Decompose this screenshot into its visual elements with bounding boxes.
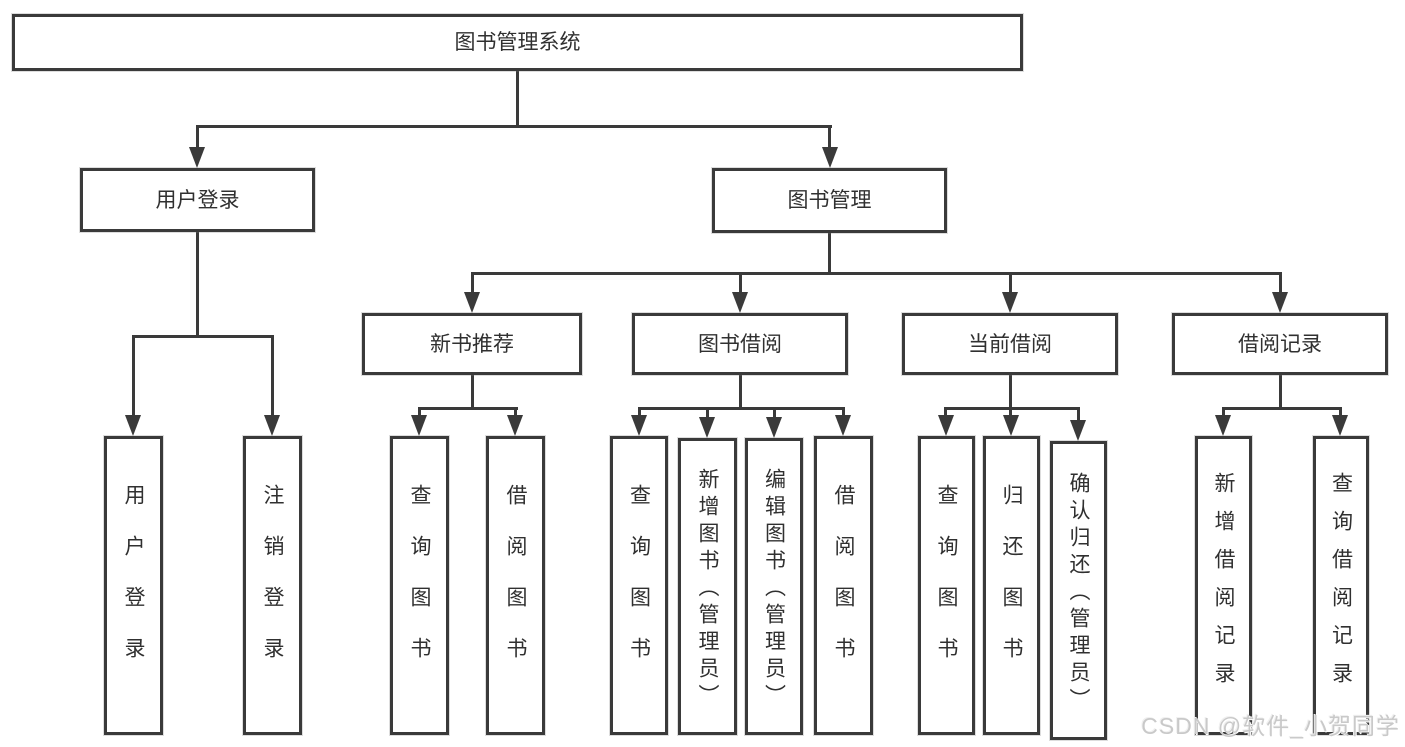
connector-line xyxy=(842,407,845,421)
connector-line xyxy=(196,232,199,338)
connector-line xyxy=(1279,375,1282,410)
arrowhead-down-icon xyxy=(732,292,748,313)
node-label: 图书管理系统 xyxy=(454,31,581,54)
connector-line xyxy=(1222,407,1225,421)
connector-line xyxy=(1222,407,1342,410)
connector-line xyxy=(1339,407,1342,421)
connector-line xyxy=(196,125,199,155)
arrowhead-down-icon xyxy=(464,292,480,313)
node-book-mgmt: 图书管理 xyxy=(712,168,947,233)
node-current-borrow: 当前借阅 xyxy=(902,313,1118,375)
node-label: 查询借阅记录 xyxy=(1329,471,1353,700)
arrowhead-down-icon xyxy=(1272,292,1288,313)
connector-line xyxy=(418,407,518,410)
node-leaf-bb-edit: 编辑图书（管理员） xyxy=(745,438,803,735)
arrowhead-down-icon xyxy=(125,415,141,436)
node-leaf-bb-query: 查询图书 xyxy=(610,436,668,735)
csdn-watermark: CSDN @软件_小贺同学 xyxy=(1141,713,1400,739)
connector-line xyxy=(828,233,831,275)
node-label: 注销登录 xyxy=(261,483,284,688)
node-leaf-bb-add: 新增图书（管理员） xyxy=(678,438,737,735)
node-label: 用户登录 xyxy=(155,188,240,212)
connector-line xyxy=(1077,407,1080,426)
node-label: 编辑图书（管理员） xyxy=(762,468,786,711)
node-root: 图书管理系统 xyxy=(12,14,1023,71)
arrowhead-down-icon xyxy=(1332,415,1348,436)
node-label: 新增图书（管理员） xyxy=(696,468,719,711)
arrowhead-down-icon xyxy=(1003,415,1019,436)
arrowhead-down-icon xyxy=(699,417,715,438)
connector-line xyxy=(773,407,776,421)
node-label: 图书借阅 xyxy=(698,332,782,356)
connector-line xyxy=(944,407,947,421)
node-label: 查询图书 xyxy=(408,483,431,688)
node-label: 借阅图书 xyxy=(504,483,527,688)
node-user-login: 用户登录 xyxy=(80,168,315,232)
arrowhead-down-icon xyxy=(507,415,523,436)
arrowhead-down-icon xyxy=(938,415,954,436)
connector-line xyxy=(1009,272,1012,297)
node-leaf-br-add: 新增借阅记录 xyxy=(1195,436,1252,735)
node-label: 确认归还（管理员） xyxy=(1067,472,1090,715)
node-label: 当前借阅 xyxy=(968,332,1052,356)
node-label: 新书推荐 xyxy=(430,332,514,356)
connector-line xyxy=(196,125,832,128)
connector-line xyxy=(132,335,135,420)
connector-line xyxy=(516,71,519,126)
connector-line xyxy=(471,375,474,410)
node-leaf-bb-borrow: 借阅图书 xyxy=(814,436,873,735)
arrowhead-down-icon xyxy=(1002,292,1018,313)
node-leaf-nbr-borrow: 借阅图书 xyxy=(486,436,545,735)
arrowhead-down-icon xyxy=(1070,420,1086,441)
node-label: 用户登录 xyxy=(122,483,145,688)
arrowhead-down-icon xyxy=(189,147,205,168)
connector-line xyxy=(706,407,709,421)
connector-line xyxy=(828,125,831,155)
connector-line xyxy=(1279,272,1282,297)
connector-line xyxy=(514,407,517,421)
connector-line xyxy=(638,407,641,421)
connector-line xyxy=(1009,407,1012,421)
node-label: 归还图书 xyxy=(1000,483,1023,688)
connector-line xyxy=(271,335,274,420)
node-label: 借阅图书 xyxy=(832,483,855,688)
node-new-book-rec: 新书推荐 xyxy=(362,313,582,375)
connector-line xyxy=(739,375,742,410)
node-leaf-user-login: 用户登录 xyxy=(104,436,163,735)
node-borrow-records: 借阅记录 xyxy=(1172,313,1388,375)
arrowhead-down-icon xyxy=(822,147,838,168)
arrowhead-down-icon xyxy=(631,415,647,436)
arrowhead-down-icon xyxy=(411,415,427,436)
connector-line xyxy=(132,335,274,338)
node-book-borrow: 图书借阅 xyxy=(632,313,848,375)
node-leaf-logout: 注销登录 xyxy=(243,436,302,735)
node-label: 查询图书 xyxy=(935,483,958,688)
node-leaf-nbr-query: 查询图书 xyxy=(390,436,449,735)
node-label: 查询图书 xyxy=(627,483,651,688)
connector-line xyxy=(418,407,421,421)
arrowhead-down-icon xyxy=(1215,415,1231,436)
node-leaf-br-query: 查询借阅记录 xyxy=(1313,436,1369,735)
node-label: 图书管理 xyxy=(787,189,872,212)
node-leaf-cb-confirm: 确认归还（管理员） xyxy=(1050,441,1107,740)
connector-line xyxy=(471,272,1282,275)
node-label: 借阅记录 xyxy=(1238,332,1322,356)
connector-line xyxy=(638,407,845,410)
node-leaf-cb-query: 查询图书 xyxy=(918,436,975,735)
connector-line xyxy=(1009,375,1012,410)
arrowhead-down-icon xyxy=(835,415,851,436)
node-leaf-cb-return: 归还图书 xyxy=(983,436,1040,735)
connector-line xyxy=(944,407,1080,410)
arrowhead-down-icon xyxy=(766,417,782,438)
connector-line xyxy=(471,272,474,297)
node-label: 新增借阅记录 xyxy=(1212,471,1235,700)
connector-line xyxy=(739,272,742,297)
arrowhead-down-icon xyxy=(264,415,280,436)
